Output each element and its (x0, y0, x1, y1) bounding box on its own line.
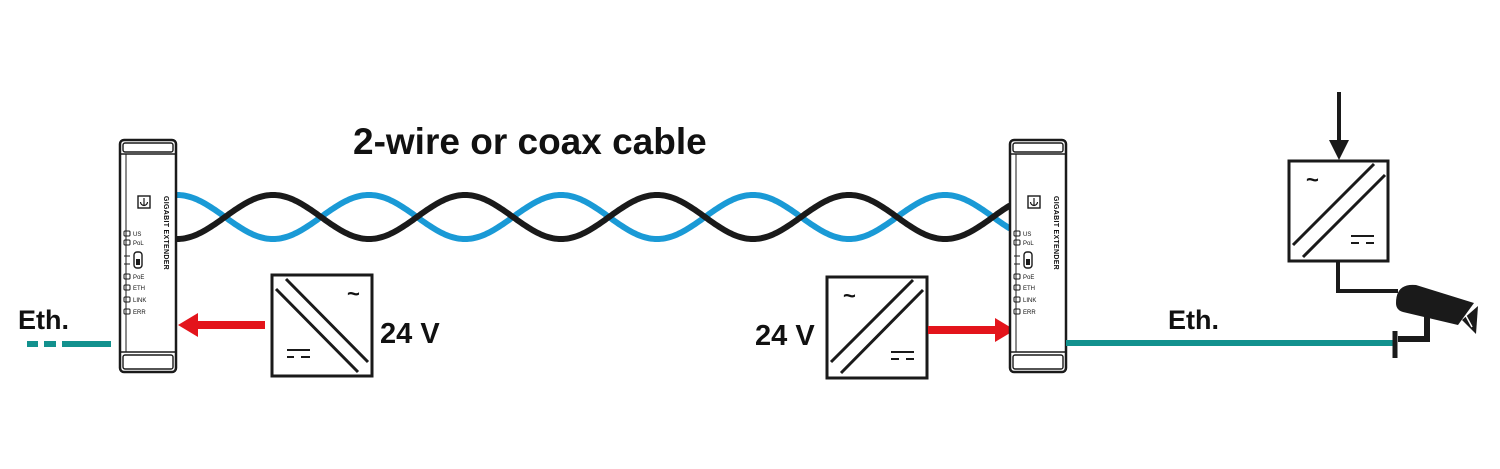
led-pol: PoL (1013, 239, 1034, 247)
device-housing (1008, 138, 1068, 374)
voltage-label-right: 24 V (755, 320, 815, 352)
eth-label-right: Eth. (1168, 305, 1219, 335)
led-err: ERR (1013, 308, 1036, 316)
led-label: ERR (133, 310, 146, 316)
power-supply-camera: ~ (1287, 159, 1390, 263)
bottom-clip (1012, 354, 1064, 370)
led-label: US (133, 232, 141, 238)
led-pol: PoL (123, 239, 144, 247)
led-label: US (1023, 232, 1031, 238)
psu-box (825, 275, 929, 380)
twisted-pair-cable (174, 192, 1012, 242)
power-supply-right: ~ (825, 275, 929, 380)
led-label: LINK (1023, 298, 1036, 304)
led-poe: PoE (1013, 273, 1034, 281)
led-us: US (123, 230, 141, 238)
led-label: PoL (133, 241, 144, 247)
device-housing (118, 138, 178, 374)
power-arrow-right (928, 318, 1015, 342)
ac-symbol: ~ (843, 283, 856, 308)
led-label: PoL (1023, 241, 1034, 247)
led-us: US (1013, 230, 1031, 238)
dc-symbol (891, 351, 914, 360)
black-wire (174, 192, 1012, 242)
psu-box (1287, 159, 1390, 263)
voltage-label-left: 24 V (380, 318, 440, 350)
led-link: LINK (1013, 296, 1036, 304)
power-supply-left: ~ (270, 273, 374, 378)
led-label: ERR (1023, 310, 1036, 316)
led-eth: ETH (1013, 284, 1035, 292)
bottom-clip (122, 354, 174, 370)
device-name-left: GIGABIT EXTENDER (162, 196, 169, 270)
mode-switch (1014, 251, 1033, 269)
mode-switch (124, 251, 143, 269)
power-input-arrow (1329, 92, 1349, 160)
blue-wire (174, 192, 1012, 242)
device-name-right: GIGABIT EXTENDER (1052, 196, 1059, 270)
power-arrow-left (178, 313, 265, 337)
led-label: ETH (1023, 286, 1035, 292)
led-label: LINK (133, 298, 146, 304)
ac-symbol: ~ (1306, 167, 1319, 192)
cable-title: 2-wire or coax cable (353, 121, 707, 162)
top-clip (1012, 142, 1064, 153)
led-err: ERR (123, 308, 146, 316)
top-clip (122, 142, 174, 153)
led-label: PoE (133, 275, 144, 281)
led-label: ETH (133, 286, 145, 292)
dc-symbol (1351, 235, 1374, 244)
eth-label-left: Eth. (18, 305, 69, 335)
led-link: LINK (123, 296, 146, 304)
camera-power-cable (1336, 262, 1398, 293)
ac-symbol: ~ (347, 281, 360, 306)
camera-icon (1392, 284, 1478, 358)
led-poe: PoE (123, 273, 144, 281)
dc-symbol (287, 349, 310, 358)
led-label: PoE (1023, 275, 1034, 281)
led-eth: ETH (123, 284, 145, 292)
psu-box (270, 273, 374, 378)
gigabit-extender-left: GIGABIT EXTENDER US PoL PoE ETH LINK (118, 138, 178, 374)
gigabit-extender-right: GIGABIT EXTENDER US PoL PoE ETH LINK (1008, 138, 1068, 374)
